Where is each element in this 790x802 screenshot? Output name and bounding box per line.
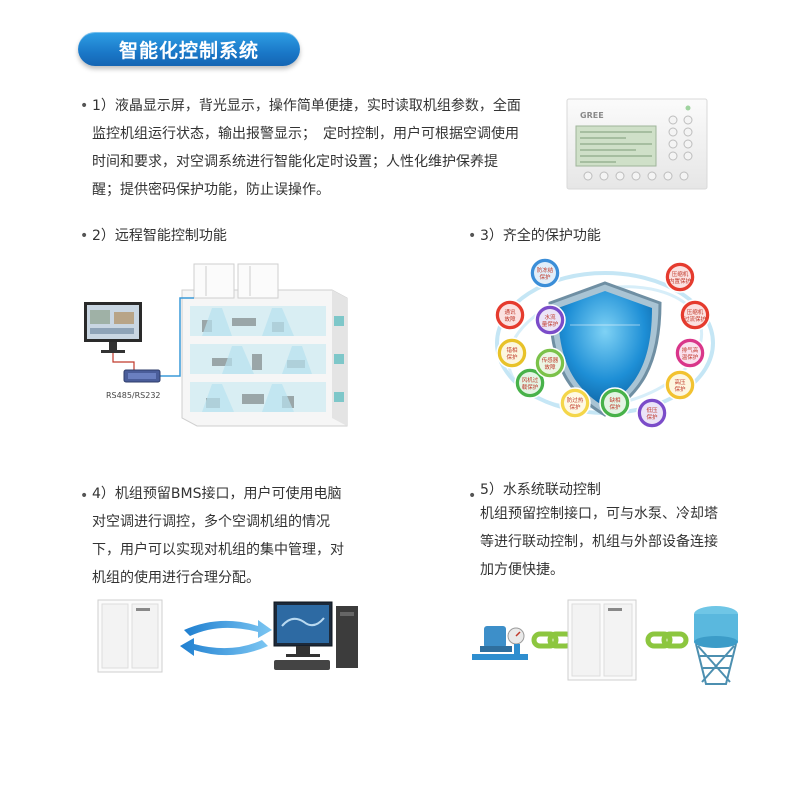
protection-label: 传感器: [542, 356, 559, 364]
water-system-illustration: [472, 599, 738, 685]
section-5-text: 机组预留控制接口，可与水泵、冷却塔 等进行联动控制，机组与外部设备连接 加方便快…: [480, 500, 750, 584]
section-1-line: 监控机组运行状态，输出报警显示； 定时控制，用户可根据空调使用: [92, 126, 519, 142]
remote-control-illustration: RS485/RS232: [84, 263, 348, 427]
protection-label: 排气高: [682, 346, 699, 354]
section-5-line: 等进行联动控制，机组与外部设备连接: [480, 534, 718, 550]
protection-badge-inner: [501, 342, 523, 364]
protection-shield-diagram: 防冻结保护压缩机内置保护压缩机过流保护排气高温保护高压保护低压保护缺相保护防过热…: [494, 257, 715, 429]
protection-badge-inner: [641, 402, 663, 424]
section-5-heading: 5）水系统联动控制: [480, 482, 601, 498]
bullet-1: •: [80, 98, 89, 114]
protection-badge-inner: [564, 392, 586, 414]
protection-badge-inner: [539, 309, 561, 331]
protection-label: 温保护: [682, 353, 699, 361]
protection-label: 保护: [506, 353, 518, 361]
section-5-line: 加方便快捷。: [480, 562, 564, 578]
section-1-text: 1）液晶显示屏，背光显示，操作简单便捷，实时读取机组参数，全面 监控机组运行状态…: [92, 92, 562, 204]
bullet-3: •: [468, 228, 477, 244]
protection-label: 缺相: [609, 396, 621, 404]
protection-label: 保护: [539, 273, 551, 281]
protection-label: 压缩机: [672, 270, 689, 278]
bullet-2: •: [80, 228, 89, 244]
section-5-line: 机组预留控制接口，可与水泵、冷却塔: [480, 506, 718, 522]
protection-label: 低压: [646, 406, 658, 414]
protection-label: 故障: [544, 363, 556, 371]
protection-label: 风机过: [522, 376, 539, 384]
protection-label: 保护: [646, 413, 658, 421]
panel-brand: GREE: [580, 111, 604, 120]
protection-label: 错相: [506, 346, 518, 354]
protection-label: 载保护: [522, 383, 539, 391]
section-1-line: 时间和要求，对空调系统进行智能化定时设置；人性化维护保养提: [92, 154, 498, 170]
bms-illustration: [97, 599, 358, 673]
protection-label: 过流保护: [684, 315, 707, 323]
protection-label: 水流: [544, 313, 556, 321]
protection-label: 防过热: [567, 396, 584, 404]
section-1-line: 1）液晶显示屏，背光显示，操作简单便捷，实时读取机组参数，全面: [92, 98, 521, 114]
bullet-5: •: [468, 488, 477, 504]
protection-badge-inner: [539, 352, 561, 374]
bullet-4: •: [80, 488, 89, 504]
protection-badge-inner: [604, 392, 626, 414]
section-1-line: 醒；提供密码保护功能，防止误操作。: [92, 182, 330, 198]
section-3-heading: 3）齐全的保护功能: [480, 228, 601, 244]
protection-label: 保护: [674, 385, 686, 393]
protection-badge-inner: [684, 304, 706, 326]
protection-label: 内置保护: [669, 277, 692, 285]
protection-badge-inner: [519, 372, 541, 394]
interface-label: RS485/RS232: [106, 391, 161, 400]
protection-badge-inner: [669, 374, 691, 396]
section-4-line: 机组的使用进行合理分配。: [92, 570, 260, 586]
protection-label: 压缩机: [687, 308, 704, 316]
protection-badge-inner: [499, 304, 521, 326]
section-4-line: 下，用户可以实现对机组的集中管理，对: [92, 542, 344, 558]
protection-label: 保护: [609, 403, 621, 411]
section-banner: 智能化控制系统: [78, 32, 300, 66]
protection-label: 通讯: [504, 308, 516, 316]
section-2-heading: 2）远程智能控制功能: [92, 228, 227, 244]
section-4-text: 4）机组预留BMS接口，用户可使用电脑 对空调进行调控，多个空调机组的情况 下，…: [92, 480, 382, 592]
protection-label: 保护: [569, 403, 581, 411]
section-4-line: 4）机组预留BMS接口，用户可使用电脑: [92, 486, 342, 502]
section-4-line: 对空调进行调控，多个空调机组的情况: [92, 514, 330, 530]
controller-panel-image: GREE: [566, 98, 708, 190]
protection-badge-inner: [534, 262, 556, 284]
protection-label: 防冻结: [537, 266, 554, 274]
protection-badge-inner: [679, 342, 701, 364]
protection-label: 高压: [674, 378, 686, 386]
protection-label: 故障: [504, 315, 516, 323]
protection-nodes: 防冻结保护压缩机内置保护压缩机过流保护排气高温保护高压保护低压保护缺相保护防过热…: [494, 257, 711, 429]
protection-badge-inner: [669, 266, 691, 288]
protection-label: 量保护: [542, 320, 559, 328]
banner-title: 智能化控制系统: [118, 39, 259, 62]
